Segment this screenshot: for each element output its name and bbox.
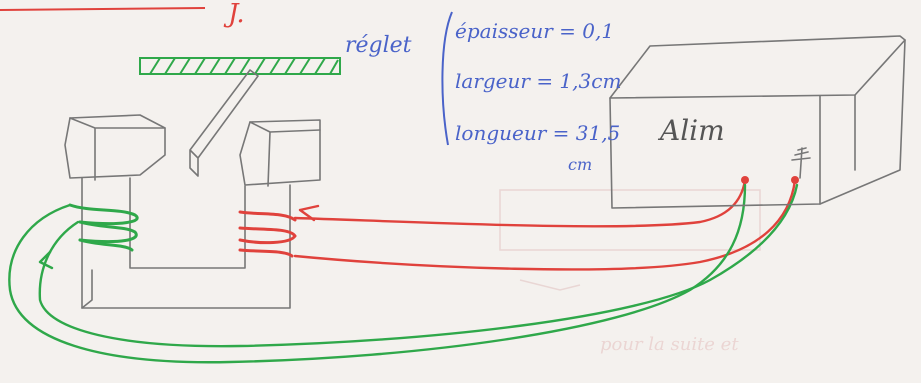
ruler-annotation: réglet épaisseur = 0,1 largeur = 1,3cm l…: [345, 11, 621, 174]
green-wires: [8, 183, 799, 364]
reglet-label: réglet: [345, 33, 412, 58]
ruler-bar: [139, 57, 341, 75]
terminal-left: [741, 176, 749, 184]
top-fragment: J.: [223, 0, 245, 29]
annotation-bracket: [441, 11, 453, 146]
red-underline: [0, 7, 206, 11]
iron-core: [64, 114, 321, 309]
power-supply-box: Alim: [609, 35, 906, 209]
longueur-label: longueur = 31,5: [455, 121, 620, 145]
ground-symbol: [791, 147, 811, 179]
green-coil: [68, 203, 139, 252]
terminal-right: [791, 176, 799, 184]
largeur-label: largeur = 1,3cm: [455, 69, 621, 93]
longueur-unit: cm: [568, 155, 592, 174]
red-coil: [238, 210, 297, 258]
red-wires: [293, 178, 797, 271]
faint-bottom-text: pour la suite et: [600, 334, 739, 355]
ruler-blade: [189, 69, 259, 177]
epaisseur-label: épaisseur = 0,1: [455, 19, 614, 43]
faint-background-marks: pour la suite et: [499, 189, 761, 355]
alim-label: Alim: [657, 114, 725, 147]
